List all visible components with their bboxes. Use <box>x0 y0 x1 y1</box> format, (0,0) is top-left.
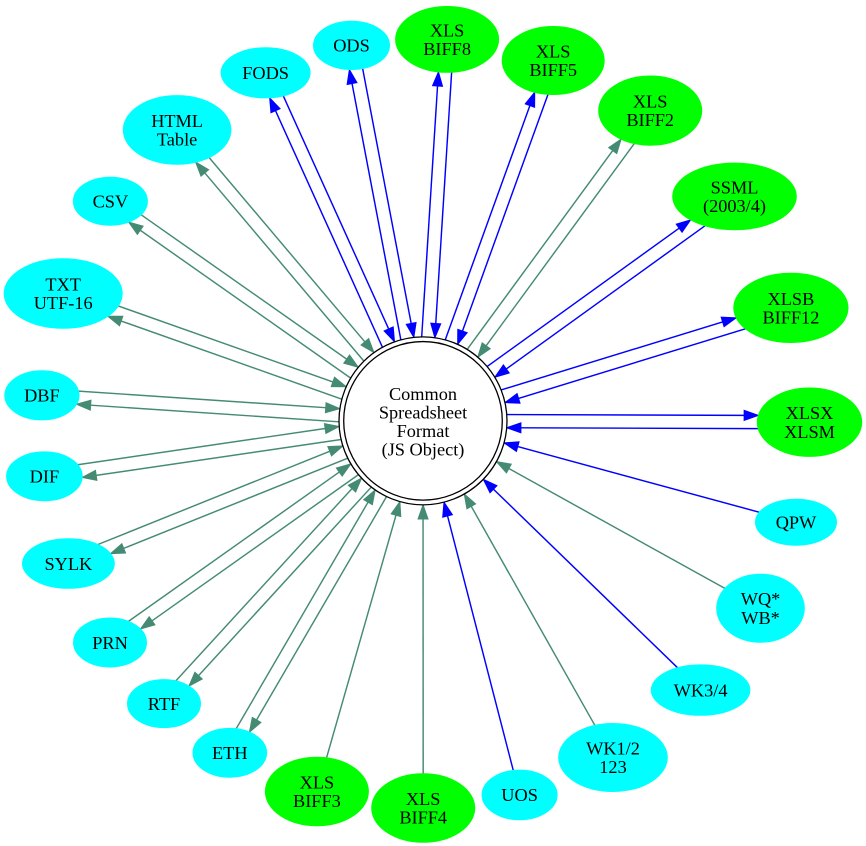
svg-text:WK3/4: WK3/4 <box>674 680 728 700</box>
svg-text:WK1/2: WK1/2 <box>586 738 640 758</box>
svg-text:XLS: XLS <box>536 41 571 61</box>
svg-text:BIFF2: BIFF2 <box>626 110 674 130</box>
svg-text:SYLK: SYLK <box>45 554 94 574</box>
svg-text:DBF: DBF <box>24 386 60 406</box>
svg-text:FODS: FODS <box>242 63 289 83</box>
svg-text:XLS: XLS <box>300 772 335 792</box>
svg-text:123: 123 <box>599 757 626 777</box>
svg-text:XLSX: XLSX <box>786 403 834 423</box>
svg-text:SSML: SSML <box>711 177 759 197</box>
svg-text:UOS: UOS <box>501 785 538 805</box>
svg-text:WB*: WB* <box>741 608 780 628</box>
svg-text:ETH: ETH <box>212 743 248 763</box>
svg-text:Common: Common <box>389 384 457 404</box>
svg-text:BIFF3: BIFF3 <box>293 791 341 811</box>
svg-text:Format: Format <box>397 421 450 441</box>
svg-text:Table: Table <box>157 130 197 150</box>
svg-text:XLSB: XLSB <box>768 289 815 309</box>
svg-text:RTF: RTF <box>148 694 180 714</box>
svg-text:BIFF4: BIFF4 <box>399 808 447 828</box>
svg-text:XLS: XLS <box>430 20 465 40</box>
svg-text:TXT: TXT <box>45 274 81 294</box>
svg-text:UTF-16: UTF-16 <box>34 293 93 313</box>
svg-text:XLSM: XLSM <box>784 422 835 442</box>
svg-text:PRN: PRN <box>92 633 128 653</box>
svg-text:BIFF5: BIFF5 <box>529 60 577 80</box>
svg-text:XLS: XLS <box>406 789 441 809</box>
svg-text:CSV: CSV <box>93 192 129 212</box>
svg-text:WQ*: WQ* <box>741 589 781 609</box>
svg-text:BIFF8: BIFF8 <box>423 39 471 59</box>
svg-text:DIF: DIF <box>30 467 59 487</box>
svg-text:(2003/4): (2003/4) <box>703 196 766 217</box>
svg-text:BIFF12: BIFF12 <box>762 308 819 328</box>
svg-text:QPW: QPW <box>776 513 817 533</box>
svg-text:XLS: XLS <box>633 92 668 112</box>
svg-text:Spreadsheet: Spreadsheet <box>379 402 467 422</box>
svg-text:(JS Object): (JS Object) <box>382 440 465 461</box>
svg-text:ODS: ODS <box>333 36 370 56</box>
svg-text:HTML: HTML <box>151 111 203 131</box>
